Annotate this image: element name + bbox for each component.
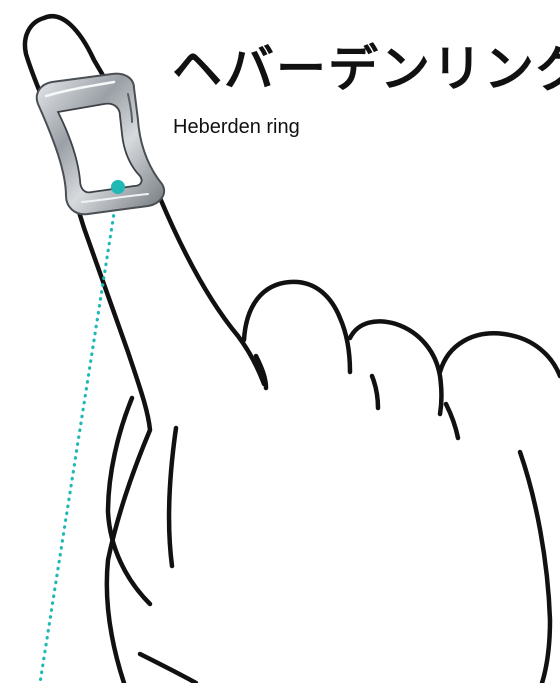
heberden-ring — [37, 74, 164, 215]
title-japanese: ヘバーデンリング — [172, 44, 560, 94]
title-english: Heberden ring — [173, 117, 300, 137]
marker-dot — [111, 180, 125, 194]
